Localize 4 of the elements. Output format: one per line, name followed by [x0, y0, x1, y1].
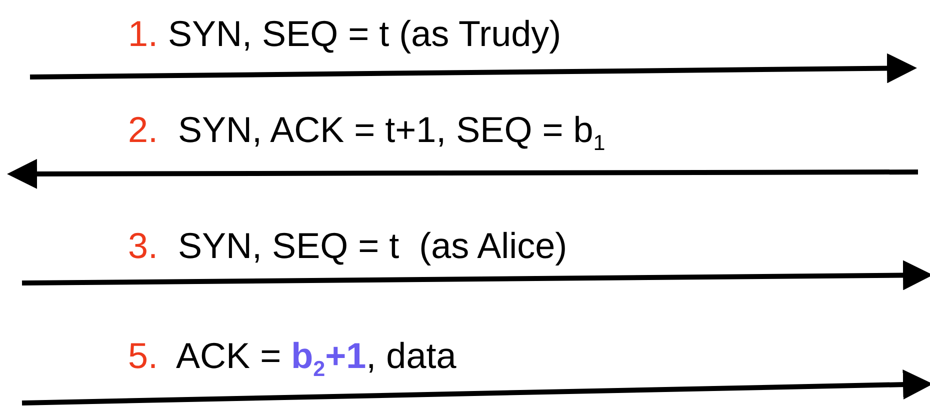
message-label: 1. SYN, SEQ = t (as Trudy) [128, 14, 562, 54]
message-label: 2. SYN, ACK = t+1, SEQ = b$_{1}$ [128, 110, 606, 158]
message-label: 5. ACK = b$_{2}$+1, data [128, 336, 456, 384]
message-label: 3. SYN, SEQ = t (as Alice) [128, 226, 568, 266]
